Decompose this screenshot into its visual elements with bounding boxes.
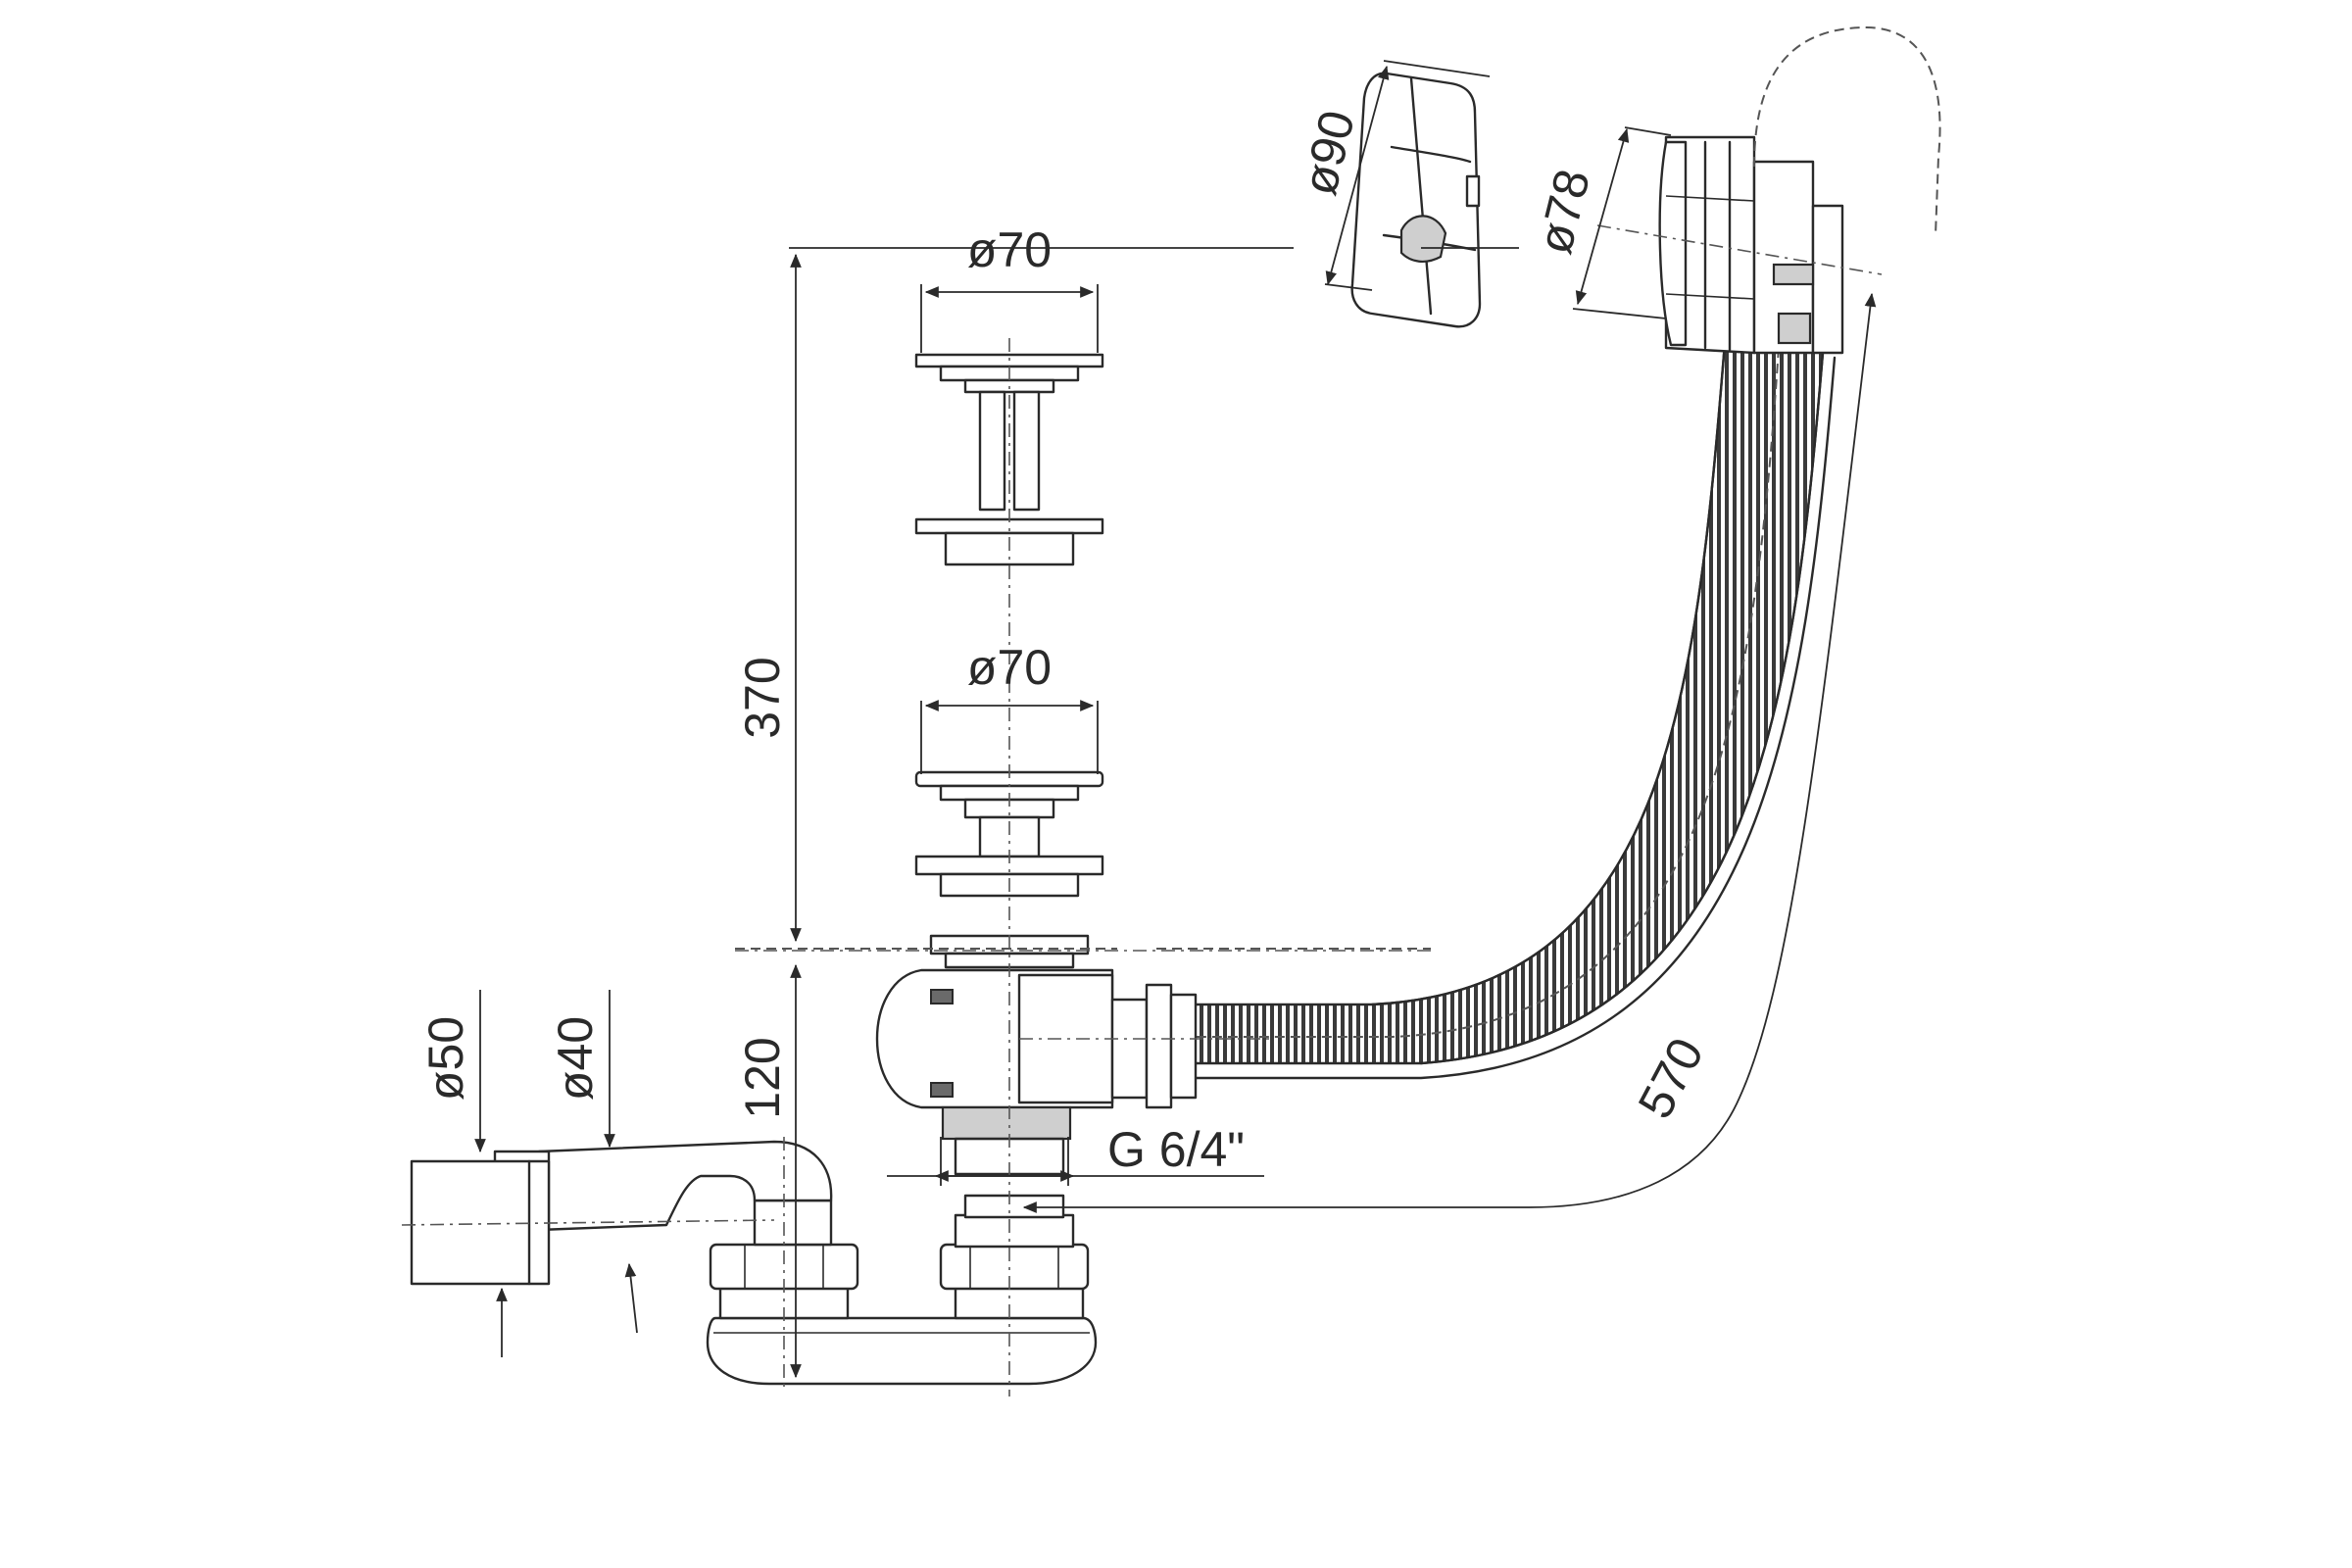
bowden-cable	[1753, 25, 1941, 236]
outlet-inner-diameter-label: ø40	[548, 1016, 603, 1101]
siphon-trap	[410, 1140, 1098, 1386]
overflow-body	[1658, 135, 1844, 355]
stopper-bottom-diameter-label: ø70	[967, 640, 1052, 695]
corrugated-overflow-hose	[1039, 341, 1837, 1080]
stopper-top-diameter-label: ø70	[967, 222, 1052, 277]
height-drain-to-trap-label: 120	[735, 1037, 790, 1118]
drain-thread-label: G 6/4"	[1107, 1122, 1245, 1177]
overflow-cover-cap	[1350, 72, 1482, 328]
outlet-outer-diameter-label: ø50	[418, 1016, 473, 1101]
dimension-lines	[474, 60, 1877, 1379]
hose-length-label: 570	[1628, 1029, 1715, 1127]
overflow-body-diameter-label: ø78	[1527, 164, 1600, 259]
height-overflow-to-drain-label: 370	[735, 657, 790, 738]
